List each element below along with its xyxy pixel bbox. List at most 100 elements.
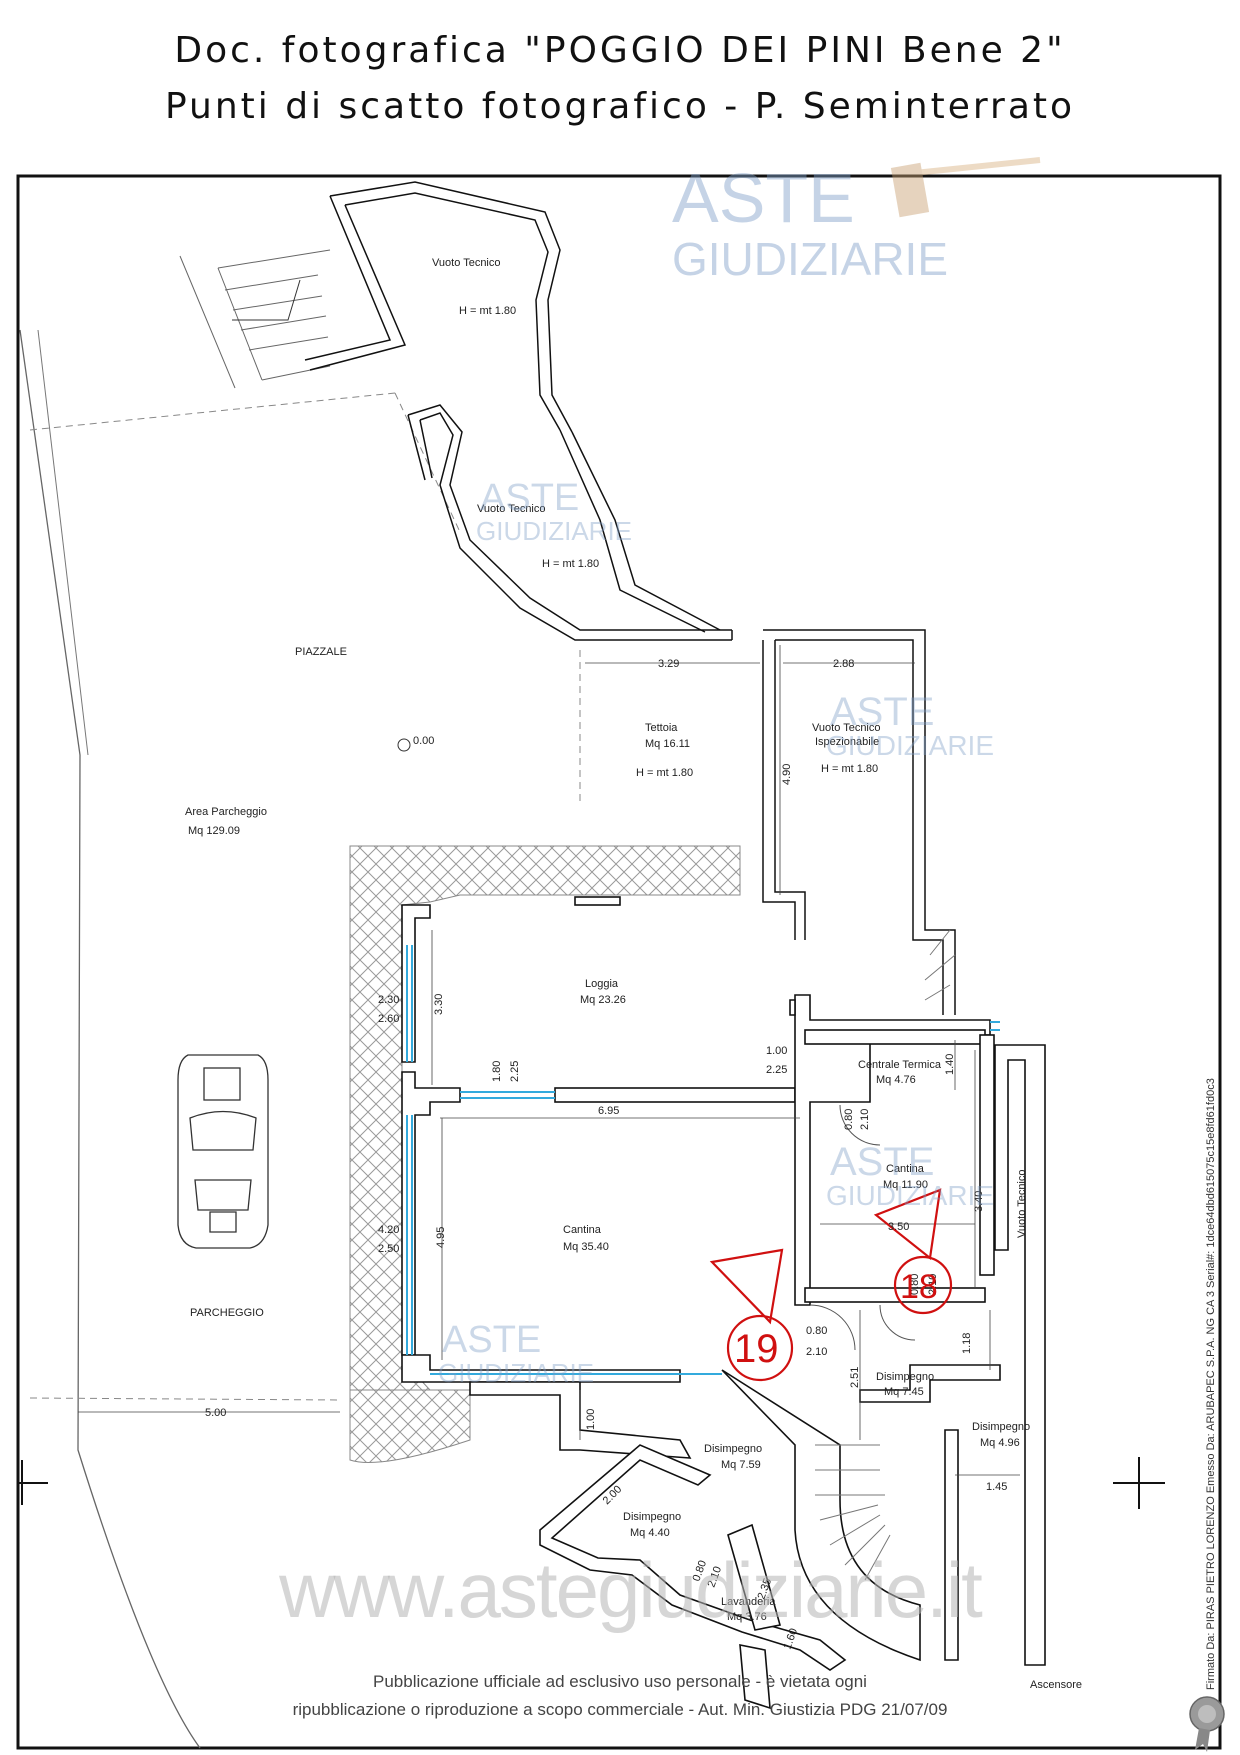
label-cantina-big-mq: Mq 35.40 [563,1241,609,1253]
label-disimpegno-745-mq: Mq 7.45 [884,1386,924,1398]
label-cantina-small: Cantina [886,1163,925,1175]
shot-marker-19 [709,1248,794,1382]
dim-4-90: 4.90 [781,764,793,785]
shot-marker-18 [873,1188,953,1315]
svg-text:GIUDIZIARIE: GIUDIZIARIE [672,233,948,285]
crosshair-left [18,1460,48,1505]
dim-2-10b: 2.10 [927,1274,939,1295]
svg-text:GIUDIZIARIE: GIUDIZIARIE [438,1358,594,1388]
watermark-site: www.astegiudiziarie.it [279,1546,983,1634]
interior-stair [815,929,956,1581]
label-centrale-termica: Centrale Termica [858,1059,942,1071]
seal-icon [1189,1696,1225,1752]
walls-tettoia [731,629,956,1015]
car-symbol [177,1054,269,1249]
watermark-brand-4: ASTE GIUDIZIARIE [826,1140,994,1211]
footer-line-1: Pubblicazione ufficiale ad esclusivo uso… [373,1672,867,1691]
watermark-brand-2: ASTE GIUDIZIARIE [476,477,632,546]
dim-0-80b: 0.80 [909,1274,921,1295]
dim-3-50: 3.50 [888,1221,909,1233]
label-disimpegno-440-mq: Mq 4.40 [630,1527,670,1539]
dim-3-40: 3.40 [973,1191,985,1212]
document-subtitle: Punti di scatto fotografico - P. Seminte… [164,86,1076,127]
dim-2-25b: 2.25 [766,1064,787,1076]
label-vuoto-tecnico-3: Vuoto Tecnico [1016,1170,1028,1239]
dim-6-95: 6.95 [598,1105,619,1117]
svg-text:ASTE: ASTE [830,1140,934,1184]
svg-text:ASTE: ASTE [672,159,855,237]
label-disimpegno-745: Disimpegno [876,1371,934,1383]
shot-number-19: 19 [734,1327,779,1371]
dim-1-45: 1.45 [986,1481,1007,1493]
label-vuoto-tecnico-1-height: H = mt 1.80 [459,305,516,317]
dim-1-80: 1.80 [491,1061,503,1082]
shot-number-18: 18 [900,1268,938,1306]
label-quota: 0.00 [413,735,434,747]
footer-note: Pubblicazione ufficiale ad esclusivo uso… [240,1668,1000,1724]
dim-2-30: 2.30 [378,994,399,1006]
label-vuoto-tecnico-1: Vuoto Tecnico [432,257,501,269]
label-disimpegno-759: Disimpegno [704,1443,762,1455]
dimension-lines [78,645,1020,1476]
level-point-symbol [397,738,411,752]
dim-0-80c: 0.80 [806,1325,827,1337]
dim-1-00b: 1.00 [585,1409,597,1430]
dim-0-80a: 0.80 [843,1109,855,1130]
label-centrale-termica-mq: Mq 4.76 [876,1074,916,1086]
exterior-stair [179,249,331,389]
label-cantina-big: Cantina [563,1224,602,1236]
label-area-parcheggio-mq: Mq 129.09 [188,825,240,837]
label-loggia: Loggia [585,978,619,990]
label-lavanderia: Lavanderia [721,1596,776,1608]
footer-line-2: ripubblicazione o riproduzione a scopo c… [292,1700,948,1719]
dim-1-40: 1.40 [944,1054,956,1075]
dim-1-00a: 1.00 [766,1045,787,1057]
label-tettoia-height: H = mt 1.80 [636,767,693,779]
svg-text:GIUDIZIARIE: GIUDIZIARIE [826,1180,994,1211]
label-disimpegno-440: Disimpegno [623,1511,681,1523]
dim-2-25a: 2.25 [509,1061,521,1082]
label-cantina-small-mq: Mq 11.90 [883,1179,928,1191]
label-tettoia-mq: Mq 16.11 [645,738,690,750]
label-disimpegno-496-mq: Mq 4.96 [980,1437,1020,1449]
dim-3-30: 3.30 [433,994,445,1015]
wall-vuoto-curve [407,404,732,641]
walls-main [401,896,1046,1710]
dim-4-20: 4.20 [378,1224,399,1236]
svg-text:GIUDIZIARIE: GIUDIZIARIE [476,516,632,546]
dim-1-18: 1.18 [961,1333,973,1354]
label-lavanderia-mq: Mq 3.76 [727,1611,767,1623]
label-parcheggio: PARCHEGGIO [190,1307,264,1319]
door-swings [809,1104,916,1351]
svg-text:Firmato Da: PIRAS PIETRO LOREN: Firmato Da: PIRAS PIETRO LORENZO Emesso … [1205,1078,1217,1690]
dim-5-00: 5.00 [205,1407,226,1419]
dim-2-51: 2.51 [849,1367,861,1388]
watermark-brand-3: ASTE GIUDIZIARIE [826,690,994,761]
svg-text:GIUDIZIARIE: GIUDIZIARIE [826,730,994,761]
dim-2-10a: 2.10 [859,1109,871,1130]
label-vuoto-tecnico-2-height: H = mt 1.80 [542,558,599,570]
label-tettoia: Tettoia [645,722,678,734]
dim-2-60: 2.60 [378,1013,399,1025]
document-title: Doc. fotografica "POGGIO DEI PINI Bene 2… [174,30,1066,71]
dim-4-95: 4.95 [435,1227,447,1248]
label-disimpegno-759-mq: Mq 7.59 [721,1459,761,1471]
dashed-site-lines [29,392,581,1401]
dim-2-88: 2.88 [833,658,854,670]
label-piazzale: PIAZZALE [295,646,347,658]
label-area-parcheggio: Area Parcheggio [185,806,267,818]
plan-frame [16,174,1222,1750]
label-vuoto-tecnico-2: Vuoto Tecnico [477,503,546,515]
dim-3-29: 3.29 [658,658,679,670]
site-boundary [19,329,201,1749]
svg-text:ASTE: ASTE [830,690,934,734]
dim-2-10c: 2.10 [806,1346,827,1358]
label-loggia-mq: Mq 23.26 [580,994,626,1006]
glazing [406,945,1000,1375]
signature-stamp: Firmato Da: PIRAS PIETRO LORENZO Emesso … [1205,1078,1217,1690]
label-vuoto-ispezionabile: Vuoto Tecnico [812,722,881,734]
wall-vuoto-top [304,181,573,433]
label-vuoto-ispezionabile-height: H = mt 1.80 [821,763,878,775]
watermark-brand-5: ASTE GIUDIZIARIE [438,1319,594,1388]
